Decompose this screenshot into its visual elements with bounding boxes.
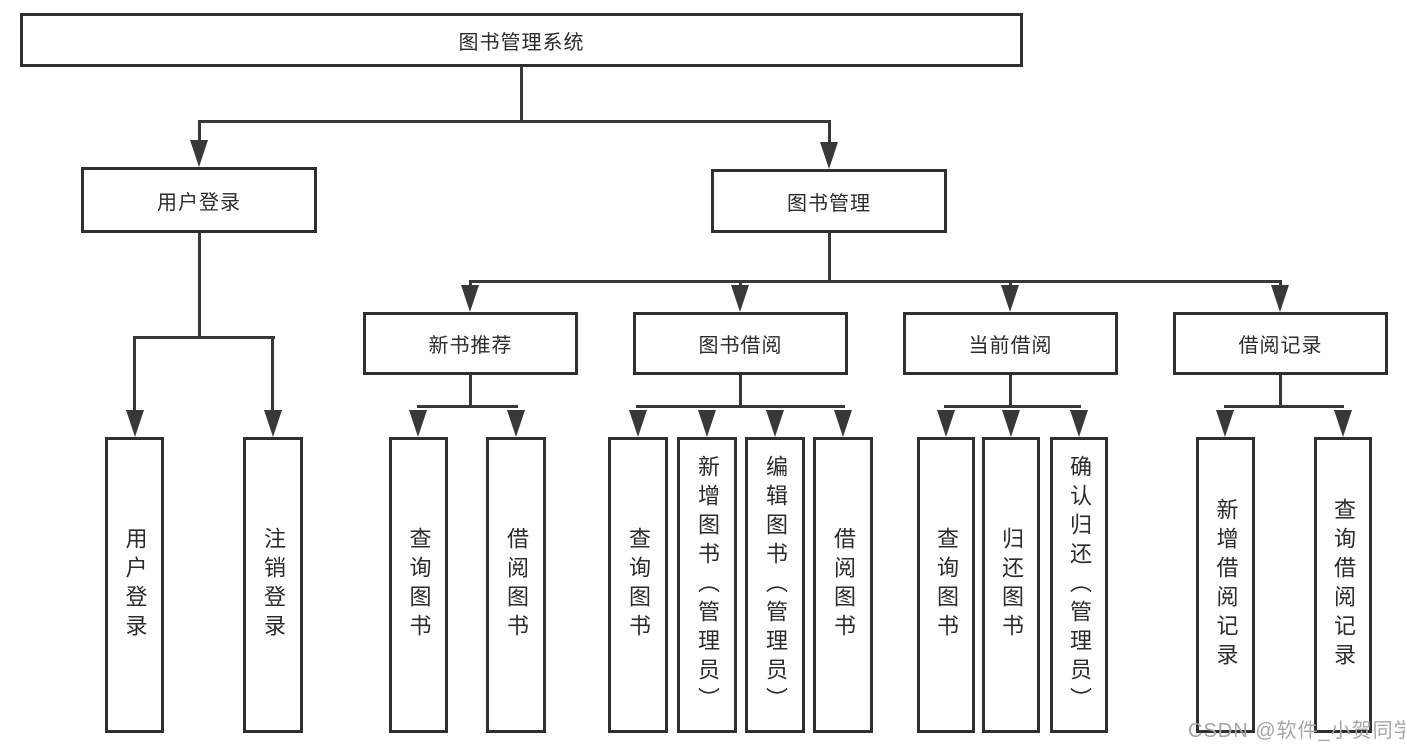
connector-recommend-horizontal (417, 405, 518, 408)
arrowhead-current-borrow (1001, 285, 1019, 312)
leaf-borrow-query-books-label: 查询图书 (626, 527, 651, 643)
connector-level2-horizontal (469, 280, 1282, 283)
node-book-borrow: 图书借阅 (633, 312, 848, 375)
leaf-user-login-label: 用户登录 (122, 527, 148, 643)
leaf-records-query: 查询借阅记录 (1314, 437, 1372, 733)
connector-shaft-leaf-user-login (133, 336, 136, 411)
connector-current-trunk (1009, 375, 1012, 408)
arrowhead-new-book-recommend (461, 285, 479, 312)
arrowhead-book-borrow (731, 285, 749, 312)
connector-borrow-horizontal (636, 405, 845, 408)
leaf-records-query-label: 查询借阅记录 (1331, 498, 1356, 672)
node-new-book-recommend-label: 新书推荐 (428, 335, 513, 357)
node-current-borrow-label: 当前借阅 (968, 335, 1053, 357)
leaf-user-login: 用户登录 (105, 437, 164, 733)
connector-user-subtree-trunk (198, 233, 201, 339)
connector-shaft-leaf-logout (271, 336, 274, 411)
connector-recommend-trunk (469, 375, 472, 408)
leaf-borrow-edit-books-label: 编辑图书（管理员） (763, 454, 788, 716)
leaf-recommend-query-books: 查询图书 (389, 437, 448, 733)
leaf-borrow-add-books: 新增图书（管理员） (677, 437, 737, 733)
leaf-records-add: 新增借阅记录 (1196, 437, 1255, 733)
node-borrow-records-label: 借阅记录 (1238, 335, 1323, 357)
node-current-borrow: 当前借阅 (903, 312, 1118, 375)
node-user-login: 用户登录 (81, 167, 317, 233)
node-user-login-label: 用户登录 (157, 191, 241, 214)
connector-book-subtree-trunk (828, 233, 831, 283)
arrowhead-borrow-records (1271, 285, 1289, 312)
leaf-records-add-label: 新增借阅记录 (1213, 498, 1239, 672)
connector-root-trunk (520, 66, 523, 122)
leaf-borrow-add-books-label: 新增图书（管理员） (695, 454, 720, 716)
arrowhead-borrow-edit (766, 410, 784, 437)
leaf-recommend-borrow-books-label: 借阅图书 (504, 527, 529, 643)
leaf-current-return-books-label: 归还图书 (999, 527, 1024, 643)
arrowhead-current-confirm (1070, 410, 1088, 437)
connector-level1-horizontal (198, 120, 831, 123)
connector-records-trunk (1279, 375, 1282, 408)
leaf-current-query-books-label: 查询图书 (934, 527, 959, 643)
arrowhead-leaf-logout (264, 410, 282, 437)
node-borrow-records: 借阅记录 (1173, 312, 1388, 375)
node-book-management-label: 图书管理 (787, 192, 871, 215)
node-new-book-recommend: 新书推荐 (363, 312, 578, 375)
leaf-current-return-books: 归还图书 (982, 437, 1040, 733)
arrowhead-borrow-add (698, 410, 716, 437)
arrowhead-current-query (937, 410, 955, 437)
leaf-current-confirm-return: 确认归还（管理员） (1050, 437, 1108, 733)
connector-shaft-user-login (198, 120, 201, 145)
arrowhead-records-query (1334, 410, 1352, 437)
leaf-borrow-borrow-books: 借阅图书 (813, 437, 873, 733)
node-book-borrow-label: 图书借阅 (698, 335, 783, 357)
csdn-watermark: CSDN @软件_小贺同学 (1188, 720, 1405, 742)
arrowhead-current-return (1002, 410, 1020, 437)
connector-shaft-book-management (828, 120, 831, 145)
connector-user-subtree-horizontal (133, 336, 275, 339)
arrowhead-recommend-query (409, 410, 427, 437)
leaf-borrow-edit-books: 编辑图书（管理员） (745, 437, 805, 733)
leaf-current-confirm-return-label: 确认归还（管理员） (1067, 454, 1092, 716)
arrowhead-user-login (190, 140, 208, 167)
leaf-recommend-borrow-books: 借阅图书 (486, 437, 546, 733)
connector-current-horizontal (944, 405, 1081, 408)
leaf-current-query-books: 查询图书 (917, 437, 975, 733)
arrowhead-book-management (820, 142, 838, 169)
leaf-recommend-query-books-label: 查询图书 (406, 527, 432, 643)
connector-borrow-trunk (739, 375, 742, 408)
connector-records-horizontal (1224, 405, 1344, 408)
arrowhead-leaf-user-login (126, 410, 144, 437)
arrowhead-borrow-query (629, 410, 647, 437)
node-root-label: 图书管理系统 (458, 31, 585, 54)
leaf-logout: 注销登录 (243, 437, 303, 733)
arrowhead-records-add (1216, 410, 1234, 437)
node-book-management: 图书管理 (711, 169, 947, 233)
arrowhead-recommend-borrow (507, 410, 525, 437)
node-root: 图书管理系统 (20, 13, 1023, 67)
leaf-borrow-borrow-books-label: 借阅图书 (831, 527, 856, 643)
leaf-logout-label: 注销登录 (261, 527, 286, 643)
arrowhead-borrow-borrow (834, 410, 852, 437)
leaf-borrow-query-books: 查询图书 (608, 437, 668, 733)
